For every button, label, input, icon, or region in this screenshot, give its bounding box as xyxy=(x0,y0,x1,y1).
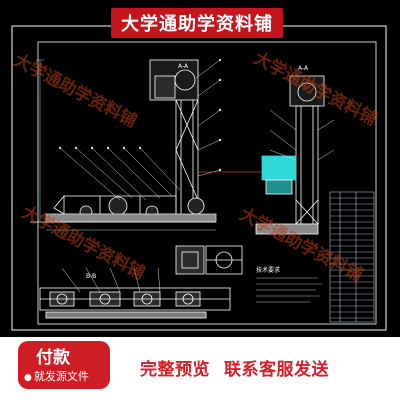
plan-view-leaders xyxy=(61,267,161,293)
cad-drawing-sheet: A-A A-A B-B 技术要求 大学通助学资料铺 大学通助学资料铺 大学通助学… xyxy=(0,0,400,337)
payment-badge[interactable]: 付款 ●就发源文件 xyxy=(18,341,110,389)
payment-note-text: 就发源文件 xyxy=(33,370,89,383)
side-elevation-view xyxy=(255,75,325,235)
section-label-bb: B-B xyxy=(86,273,96,280)
payment-note: ●就发源文件 xyxy=(24,368,89,384)
technical-notes-title: 技术要求 xyxy=(256,266,280,274)
main-elevation-view xyxy=(30,59,217,223)
dimension-lines xyxy=(36,59,268,231)
payment-label: 付款 xyxy=(36,348,70,368)
part-balloon-dots xyxy=(58,58,222,172)
technical-notes-lines xyxy=(256,277,322,303)
detail-section-view xyxy=(175,245,243,275)
bill-of-materials-table xyxy=(329,191,375,323)
side-view-leaders xyxy=(269,109,335,161)
shop-title-banner: 大学通助学资料铺 xyxy=(111,8,283,38)
slogan-left: 完整预览 xyxy=(140,360,210,380)
plan-view xyxy=(39,287,231,319)
section-label-aa-side: A-A xyxy=(298,65,309,72)
delivery-slogan: 完整预览联系客服发送 xyxy=(140,355,329,380)
part-leader-lines-left xyxy=(59,59,221,201)
drawing-frame-inner xyxy=(37,41,377,325)
bom-rows xyxy=(330,197,374,319)
slogan-right: 联系客服发送 xyxy=(224,360,329,380)
bullet-icon: ● xyxy=(24,373,32,383)
section-label-aa-top: A-A xyxy=(178,63,189,70)
cad-drawing-svg: A-A A-A B-B 技术要求 xyxy=(11,25,387,331)
